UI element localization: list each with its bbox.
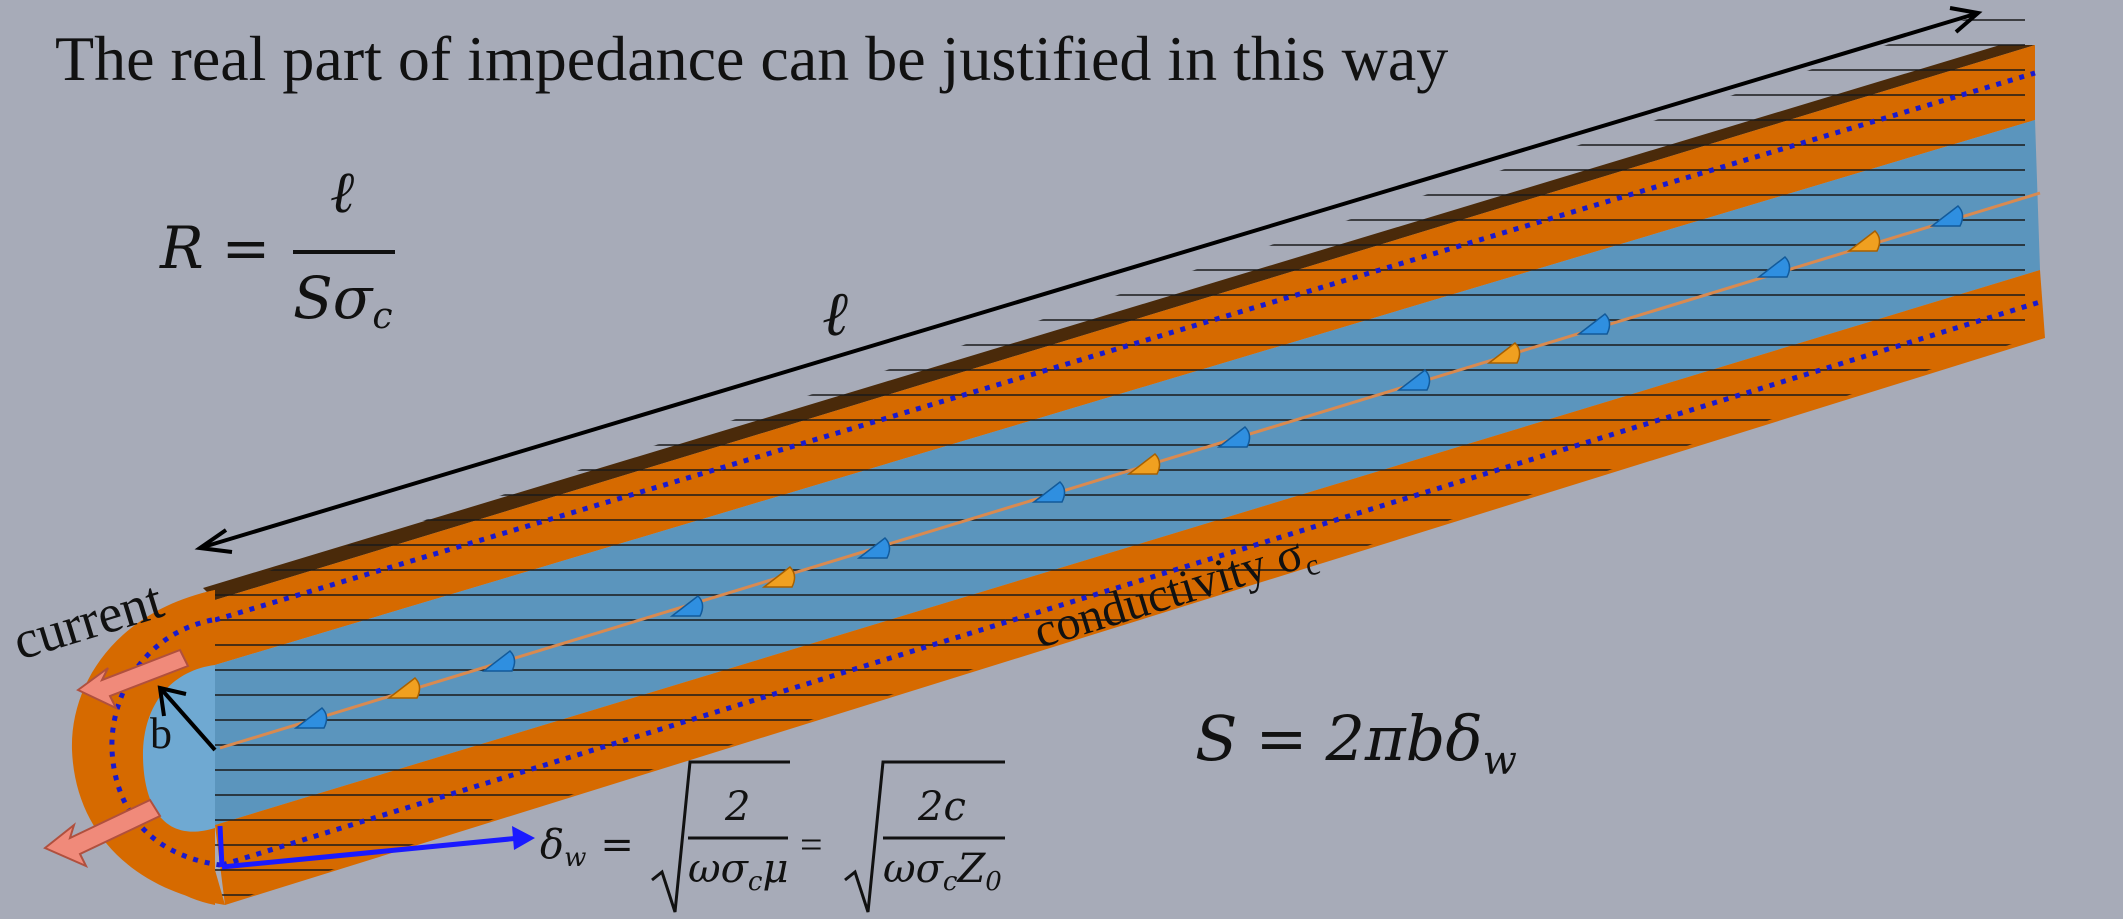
radius-label: b xyxy=(150,709,172,758)
arrow-left-icon xyxy=(76,648,190,711)
arrow-left-icon xyxy=(43,798,162,869)
resistance-lhs: R= xyxy=(159,214,270,282)
frac2-numerator: 2c xyxy=(917,784,966,830)
length-arrow xyxy=(194,6,1983,554)
sqrt-sign-1 xyxy=(651,760,790,913)
pulse-blue xyxy=(293,707,328,729)
pulse-blue xyxy=(1396,369,1431,391)
pulse-markers xyxy=(293,205,1964,729)
upper-copper-band xyxy=(215,45,2035,665)
frac2-denominator: ωσcZ0 xyxy=(883,846,1002,897)
frac1-denominator: ωσcμ xyxy=(688,846,788,897)
dotted-line-upper xyxy=(214,70,2036,623)
skin-depth-equation: δw= 2 ωσcμ = 2c ωσcZ0 xyxy=(540,760,1005,913)
pulse-blue xyxy=(1756,256,1791,278)
arrow-right-icon xyxy=(217,825,535,870)
length-symbol: ℓ xyxy=(822,277,848,350)
axis-line xyxy=(219,191,2041,750)
pulse-blue xyxy=(1576,313,1611,335)
end-cap-dotted-arc xyxy=(109,617,221,868)
resistance-equation: R= ℓ Sσc xyxy=(159,158,395,337)
pulse-orange xyxy=(1126,453,1161,475)
pulse-blue xyxy=(1031,481,1066,503)
resistance-denominator: Sσc xyxy=(293,264,393,337)
pulse-orange xyxy=(1486,342,1521,364)
skin-depth-lhs: δw= xyxy=(540,822,634,873)
pulse-blue xyxy=(481,650,516,672)
sqrt-sign-2 xyxy=(844,760,1005,913)
equals-2: = xyxy=(800,822,823,867)
slide-title: The real part of impedance can be justif… xyxy=(55,23,1449,94)
area-equation: S=2πbδw xyxy=(1195,702,1517,784)
frac1-numerator: 2 xyxy=(724,784,750,830)
pulse-blue xyxy=(1216,426,1251,448)
pulse-blue xyxy=(856,537,891,559)
pulse-orange xyxy=(386,677,421,699)
lower-copper-band xyxy=(215,270,2045,905)
pulse-orange xyxy=(761,566,796,588)
pulse-blue xyxy=(1929,205,1964,227)
resistance-numerator: ℓ xyxy=(330,158,354,226)
arrow-icon xyxy=(157,685,217,752)
pulse-orange xyxy=(1846,230,1881,252)
copper-top-face xyxy=(203,45,2035,600)
dotted-line-lower xyxy=(221,299,2041,868)
pulse-blue xyxy=(669,595,704,617)
